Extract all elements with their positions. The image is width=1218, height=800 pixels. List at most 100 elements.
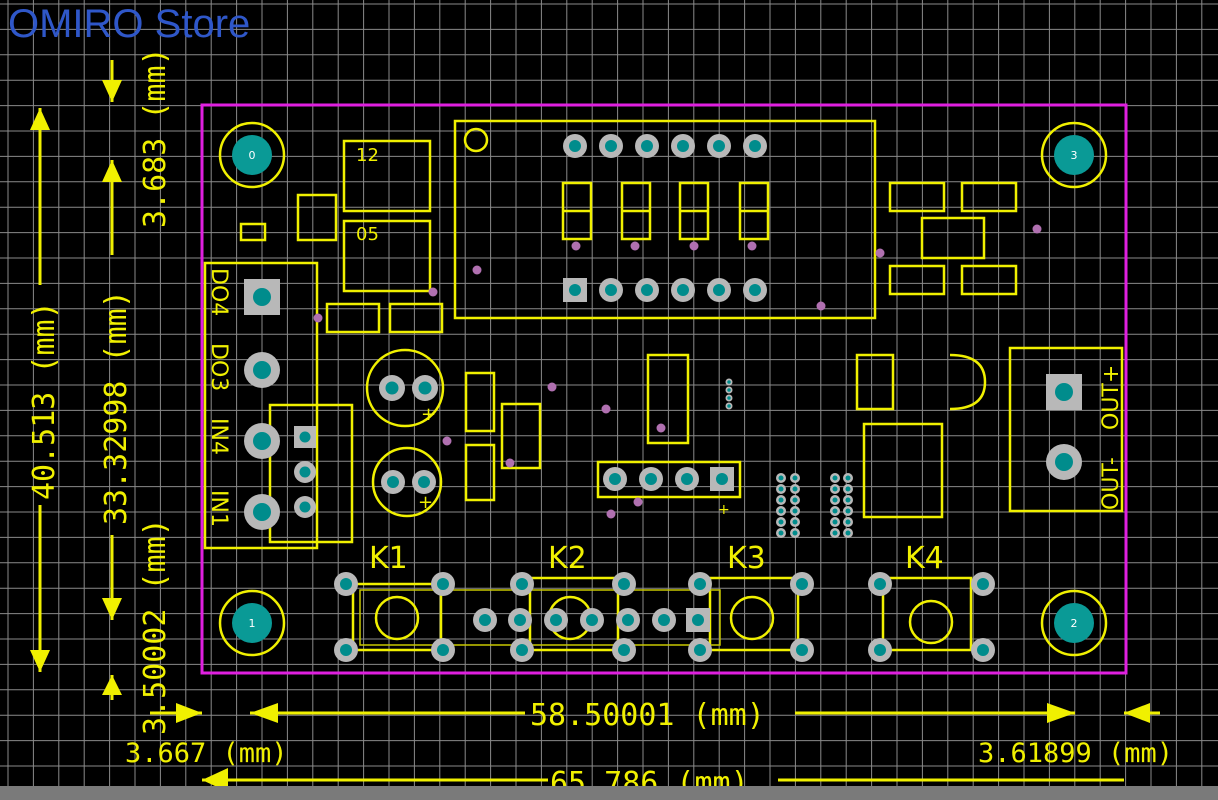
via (1032, 224, 1042, 234)
drill-hole (792, 519, 798, 525)
status-bar (0, 786, 1218, 800)
drill-hole (874, 578, 886, 590)
pin-label-in4: IN4 (206, 418, 231, 455)
drill-hole (778, 486, 784, 492)
left-offset-label: 3.667 (mm) (125, 738, 288, 769)
mount-hole-1: 1 (218, 589, 286, 657)
drill-hole (677, 140, 689, 152)
drill-hole (641, 140, 653, 152)
drill-hole (716, 473, 728, 485)
drill-hole (677, 284, 689, 296)
polarity-mark: + (718, 502, 730, 518)
drill-hole (845, 475, 851, 481)
drill-hole (618, 644, 630, 656)
polarity-mark: + (421, 404, 436, 425)
drill-hole (385, 381, 399, 395)
drill-hole (778, 497, 784, 503)
pads (244, 134, 1082, 662)
pin-label-do4: DO4 (206, 268, 231, 316)
header-4pin-outline (596, 460, 742, 499)
pin-label-out-minus: OUT- (1099, 457, 1124, 510)
drill-hole (832, 497, 838, 503)
drill-hole (792, 497, 798, 503)
top-offset-label: 3.683 (mm) (138, 47, 173, 228)
drill-hole (299, 501, 311, 513)
store-watermark: OMIRO Store (8, 2, 251, 46)
drill-hole (778, 475, 784, 481)
drill-hole (618, 578, 630, 590)
drill-hole (845, 530, 851, 536)
drill-hole (516, 578, 528, 590)
drill-hole (727, 404, 731, 408)
drill-hole (299, 466, 311, 478)
right-connector-outline (1008, 346, 1124, 513)
drill-hole (622, 614, 634, 626)
drill-hole (832, 530, 838, 536)
drill-hole (796, 578, 808, 590)
chip-05-outline (342, 219, 432, 293)
drill-hole (605, 140, 617, 152)
mount-hole-label: 2 (1071, 617, 1078, 630)
drill-hole (253, 432, 271, 450)
drill-hole (749, 140, 761, 152)
drill-hole (387, 476, 399, 488)
chip-12-outline (342, 139, 432, 213)
drill-hole (832, 508, 838, 514)
drill-hole (778, 530, 784, 536)
mount-hole-label: 0 (249, 149, 256, 162)
drill-hole (749, 284, 761, 296)
mount-hole-label: 3 (1071, 149, 1078, 162)
drill-hole (605, 284, 617, 296)
drill-hole (792, 530, 798, 536)
drill-hole (299, 431, 311, 443)
drill-hole (641, 284, 653, 296)
drill-hole (727, 396, 731, 400)
drill-hole (792, 508, 798, 514)
via (505, 458, 515, 468)
via (601, 404, 611, 414)
drill-hole (845, 519, 851, 525)
via (472, 265, 482, 275)
via (606, 509, 616, 519)
mount-hole-0: 0 (218, 121, 286, 189)
via (313, 313, 323, 323)
pin-label-in1: IN1 (206, 490, 231, 527)
chip-label-12: 12 (356, 145, 379, 166)
drill-hole (569, 140, 581, 152)
drill-hole (516, 644, 528, 656)
bottom-offset-label: 3.50002 (mm) (138, 518, 173, 735)
mount-hole-label: 1 (249, 617, 256, 630)
polarity-mark: + (418, 492, 433, 513)
drill-hole (727, 380, 731, 384)
right-offset-label: 3.61899 (mm) (978, 738, 1173, 769)
drill-hole (609, 473, 621, 485)
height-outer-label: 40.513 (mm) (27, 301, 62, 500)
pin-label-out-plus: OUT+ (1099, 365, 1124, 430)
dimension-labels: 65.786 (mm) 58.50001 (mm) 3.667 (mm) 3.6… (27, 47, 1173, 800)
drill-hole (253, 288, 271, 306)
via (633, 497, 643, 507)
drill-hole (694, 644, 706, 656)
drill-hole (792, 486, 798, 492)
button-label-k3: K3 (727, 541, 766, 576)
drill-hole (778, 519, 784, 525)
drill-hole (437, 578, 449, 590)
drill-hole (694, 578, 706, 590)
via (428, 287, 438, 297)
drill-hole (418, 476, 430, 488)
via (630, 241, 640, 251)
drill-hole (832, 519, 838, 525)
drill-hole (845, 497, 851, 503)
via (571, 241, 581, 251)
width-inner-label: 58.50001 (mm) (530, 698, 765, 733)
mount-holes: 0 3 1 2 (218, 121, 1108, 657)
mount-hole-2: 2 (1040, 589, 1108, 657)
via (689, 241, 699, 251)
height-inner-label: 33.32998 (mm) (99, 290, 134, 525)
via (875, 248, 885, 258)
silkscreen (203, 119, 1124, 652)
drill-hole (658, 614, 670, 626)
pin-label-do3: DO3 (206, 343, 231, 391)
drill-hole (645, 473, 657, 485)
drill-hole (681, 473, 693, 485)
